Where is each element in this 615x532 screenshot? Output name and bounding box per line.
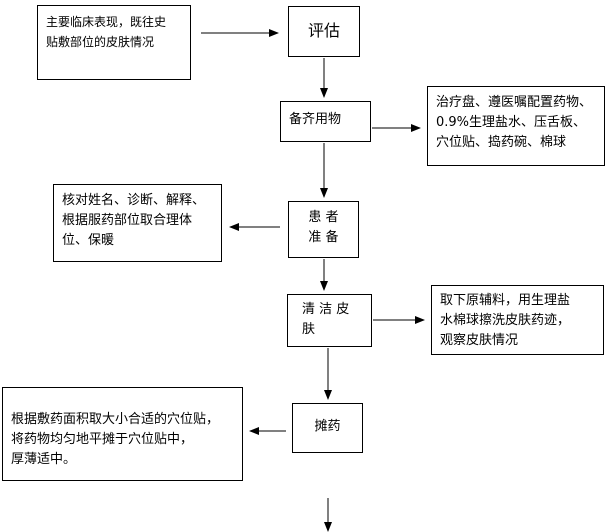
spread-box: 摊药 [292, 403, 363, 453]
patient-prep-box: 患 者 准 备 [288, 201, 359, 258]
items-list-box: 治疗盘、遵医嘱配置药物、 0.9%生理盐水、压舌板、 穴位贴、捣药碗、棉球 [427, 86, 605, 166]
assess-box: 评估 [288, 6, 360, 57]
prepare-items-box: 备齐用物 [280, 101, 371, 142]
patient-detail-box: 核对姓名、诊断、解释、 根据服药部位取合理体 位、保暖 [53, 184, 222, 262]
symptoms-box: 主要临床表现，既往史 贴敷部位的皮肤情况 [37, 5, 191, 80]
spread-detail-box: 根据敷药面积取大小合适的穴位贴， 将药物均匀地平摊于穴位贴中， 厚薄适中。 [2, 387, 243, 481]
clean-skin-box: 清 洁 皮 肤 [287, 294, 372, 347]
clean-detail-box: 取下原辅料，用生理盐 水棉球擦洗皮肤药迹， 观察皮肤情况 [431, 285, 604, 355]
